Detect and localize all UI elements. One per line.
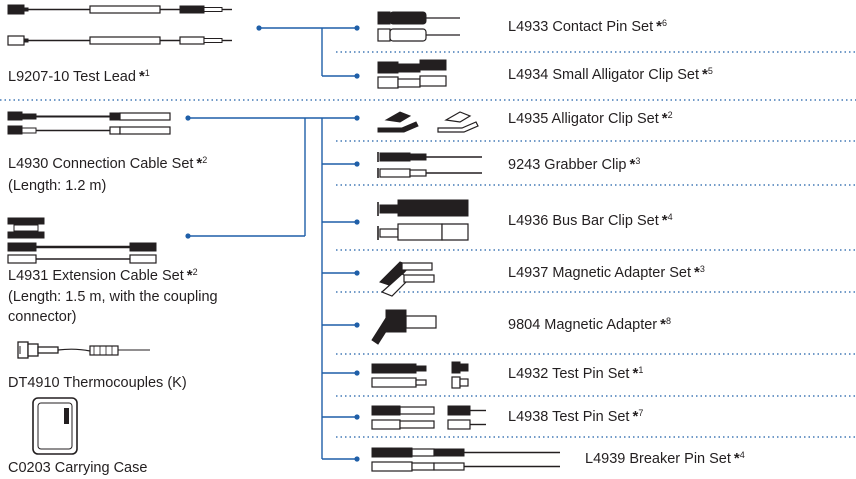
item-name: L4937 Magnetic Adapter Set	[508, 265, 691, 281]
item-name: 9243 Grabber Clip	[508, 157, 627, 173]
item-label-l4935: L4935 Alligator Clip Set*2	[508, 110, 673, 128]
item-name: L4932 Test Pin Set	[508, 366, 630, 382]
bus-bar-clip-icon	[377, 199, 469, 241]
note-asterisk: *	[656, 18, 662, 35]
item-label-9243: 9243 Grabber Clip*3	[508, 156, 640, 174]
item-label-l4932: L4932 Test Pin Set*1	[508, 365, 643, 383]
item-name: L4935 Alligator Clip Set	[508, 111, 659, 127]
note-number: 2	[667, 110, 673, 120]
connector-lines	[188, 27, 357, 460]
item-name: L4938 Test Pin Set	[508, 409, 630, 425]
note-number: 6	[661, 18, 667, 28]
note-number: 2	[202, 155, 208, 165]
note-number: 3	[635, 156, 641, 166]
item-name: L4933 Contact Pin Set	[508, 19, 654, 35]
item-name: L4930 Connection Cable Set	[8, 156, 194, 172]
note-number: 7	[638, 408, 644, 418]
magnetic-adapter-set-icon	[379, 261, 435, 297]
item-label-l9207: L9207-10 Test Lead*1	[8, 68, 150, 86]
contact-pin-icon	[377, 11, 460, 42]
item-name: L4939 Breaker Pin Set	[585, 451, 731, 467]
item-label-l4937: L4937 Magnetic Adapter Set*3	[508, 264, 705, 282]
breaker-pin-icon	[371, 447, 560, 472]
note-number: 4	[739, 450, 745, 460]
item-label-l4938: L4938 Test Pin Set*7	[508, 408, 643, 426]
item-detail: (Length: 1.5 m, with the coupling	[8, 289, 218, 305]
item-label-l4939: L4939 Breaker Pin Set*4	[585, 450, 745, 468]
item-label-c0203: C0203 Carrying Case	[8, 460, 147, 477]
note-asterisk: *	[661, 212, 668, 229]
small-alligator-clip-icon	[377, 59, 447, 89]
separator-lines	[0, 51, 856, 438]
note-asterisk: *	[196, 155, 203, 172]
item-detail: (Length: 1.2 m)	[8, 178, 107, 194]
item-label-l4930: L4930 Connection Cable Set*2	[8, 155, 207, 173]
note-asterisk: *	[138, 68, 145, 85]
item-name: L9207-10 Test Lead	[8, 69, 136, 85]
item-label-9804: 9804 Magnetic Adapter*8	[508, 316, 671, 334]
item-name: C0203 Carrying Case	[8, 460, 148, 476]
note-number: 4	[667, 212, 673, 222]
item-label-l4934: L4934 Small Alligator Clip Set*5	[508, 66, 713, 84]
note-number: 3	[699, 264, 705, 274]
item-label-dt4910: DT4910 Thermocouples (K)	[8, 375, 187, 392]
connection-cable-icon	[7, 111, 171, 135]
alligator-clip-icon	[377, 111, 479, 133]
item-label-l4936: L4936 Bus Bar Clip Set*4	[508, 212, 673, 230]
item-label-l4931: L4931 Extension Cable Set*2	[8, 267, 198, 285]
note-asterisk: *	[733, 450, 740, 467]
extension-cable-icon	[7, 217, 157, 264]
note-asterisk: *	[702, 66, 708, 83]
item-name: L4931 Extension Cable Set	[8, 268, 184, 284]
note-number: 8	[665, 316, 671, 326]
item-name: L4936 Bus Bar Clip Set	[508, 213, 659, 229]
note-asterisk: *	[661, 110, 668, 127]
item-name: DT4910 Thermocouples (K)	[8, 375, 187, 391]
note-asterisk: *	[186, 267, 193, 284]
item-name: L4934 Small Alligator Clip Set	[508, 67, 700, 83]
test-pin-icon	[371, 361, 469, 389]
grabber-clip-icon	[377, 152, 482, 178]
carrying-case-icon	[32, 397, 78, 455]
test-lead-icon	[7, 4, 232, 46]
item-label-l4933: L4933 Contact Pin Set*6	[508, 18, 667, 36]
note-number: 2	[192, 267, 198, 277]
thermocouple-icon	[17, 341, 150, 359]
note-number: 1	[638, 365, 644, 375]
note-asterisk: *	[660, 316, 666, 333]
note-asterisk: *	[632, 365, 639, 382]
test-pin-set-icon	[371, 405, 486, 430]
magnetic-adapter-icon	[371, 309, 437, 345]
note-asterisk: *	[629, 156, 636, 173]
item-detail: connector)	[8, 309, 77, 325]
note-asterisk: *	[694, 264, 700, 281]
connector-dots	[185, 25, 360, 462]
note-asterisk: *	[632, 408, 639, 425]
note-number: 5	[707, 66, 713, 76]
item-name: 9804 Magnetic Adapter	[508, 317, 658, 333]
note-number: 1	[144, 68, 150, 78]
